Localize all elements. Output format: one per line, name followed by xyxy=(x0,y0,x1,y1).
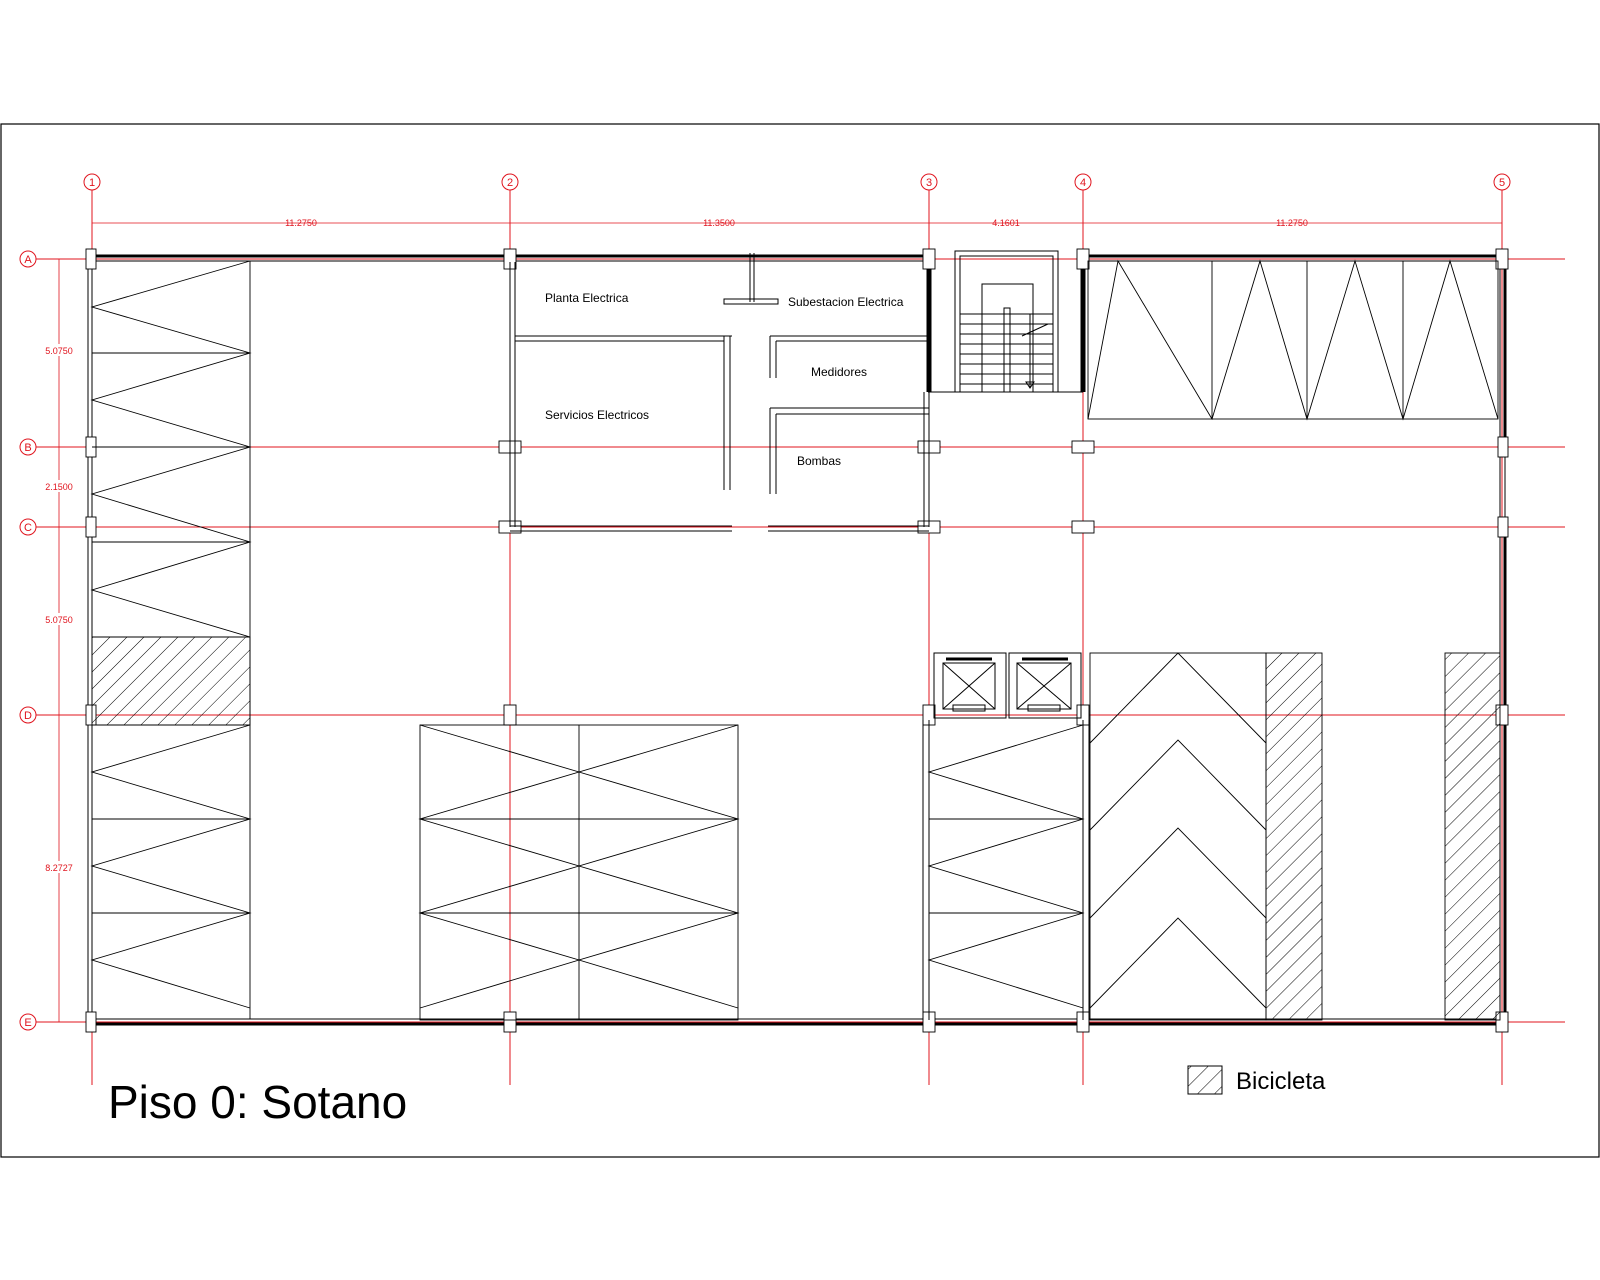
svg-text:E: E xyxy=(24,1017,31,1029)
grid-bubble-5: 5 xyxy=(1493,173,1511,191)
svg-text:C: C xyxy=(24,522,32,534)
elevator-2 xyxy=(1008,652,1082,719)
stair-core xyxy=(954,250,1059,393)
room-label-subestacion-electrica: Subestacion Electrica xyxy=(788,295,904,309)
grid-bubble-b: B xyxy=(19,438,37,456)
legend-label: Bicicleta xyxy=(1236,1068,1326,1095)
room-label-medidores: Medidores xyxy=(811,365,867,379)
room-label-planta-electrica: Planta Electrica xyxy=(545,291,629,305)
dimension-label: 11.2750 xyxy=(1276,218,1308,228)
svg-text:4: 4 xyxy=(1080,177,1086,189)
horizontal-dimension-line xyxy=(91,217,1503,229)
grid-bubble-a: A xyxy=(19,250,37,268)
svg-text:3: 3 xyxy=(926,177,932,189)
legend-hatch-swatch xyxy=(1187,1065,1223,1095)
ramp xyxy=(1089,652,1267,1021)
elevator-1 xyxy=(933,652,1007,719)
vertical-dimension-line xyxy=(53,258,65,1023)
bicycle-area xyxy=(1265,652,1323,1021)
parking-stalls-upper-right xyxy=(1087,259,1499,421)
dimension-label: 11.2750 xyxy=(285,218,317,228)
dimension-label: 8.2727 xyxy=(45,863,73,873)
grid-bubble-2: 2 xyxy=(501,173,519,191)
grid-bubble-e: E xyxy=(19,1013,37,1031)
grid-bubble-3: 3 xyxy=(920,173,938,191)
svg-text:2: 2 xyxy=(507,177,513,189)
dimension-label: 4.1601 xyxy=(992,218,1020,228)
parking-stalls-center xyxy=(418,724,740,1021)
interior-partitions xyxy=(509,253,1083,532)
drawing-title: Piso 0: Sotano xyxy=(108,1076,407,1128)
svg-text:5: 5 xyxy=(1499,177,1505,189)
grid-bubble-1: 1 xyxy=(83,173,101,191)
svg-text:D: D xyxy=(24,710,32,722)
grid-bubble-d: D xyxy=(19,706,37,724)
bicycle-area xyxy=(1444,652,1501,1021)
grid-bubble-c: C xyxy=(19,518,37,536)
svg-text:B: B xyxy=(24,442,31,454)
svg-text:A: A xyxy=(24,254,32,266)
dimension-label: 5.0750 xyxy=(45,346,73,356)
sheet-border xyxy=(0,123,1600,1158)
room-label-servicios-electricos: Servicios Electricos xyxy=(545,408,649,422)
legend: Bicicleta xyxy=(1187,1065,1326,1095)
svg-text:1: 1 xyxy=(89,177,95,189)
room-label-bombas: Bombas xyxy=(797,454,841,468)
bicycle-area xyxy=(91,636,251,726)
dimension-label: 5.0750 xyxy=(45,615,73,625)
parking-stalls-core xyxy=(927,724,1085,1009)
dimension-label: 11.3500 xyxy=(703,218,735,228)
grid-bubble-4: 4 xyxy=(1074,173,1092,191)
dimension-label: 2.1500 xyxy=(45,482,73,492)
